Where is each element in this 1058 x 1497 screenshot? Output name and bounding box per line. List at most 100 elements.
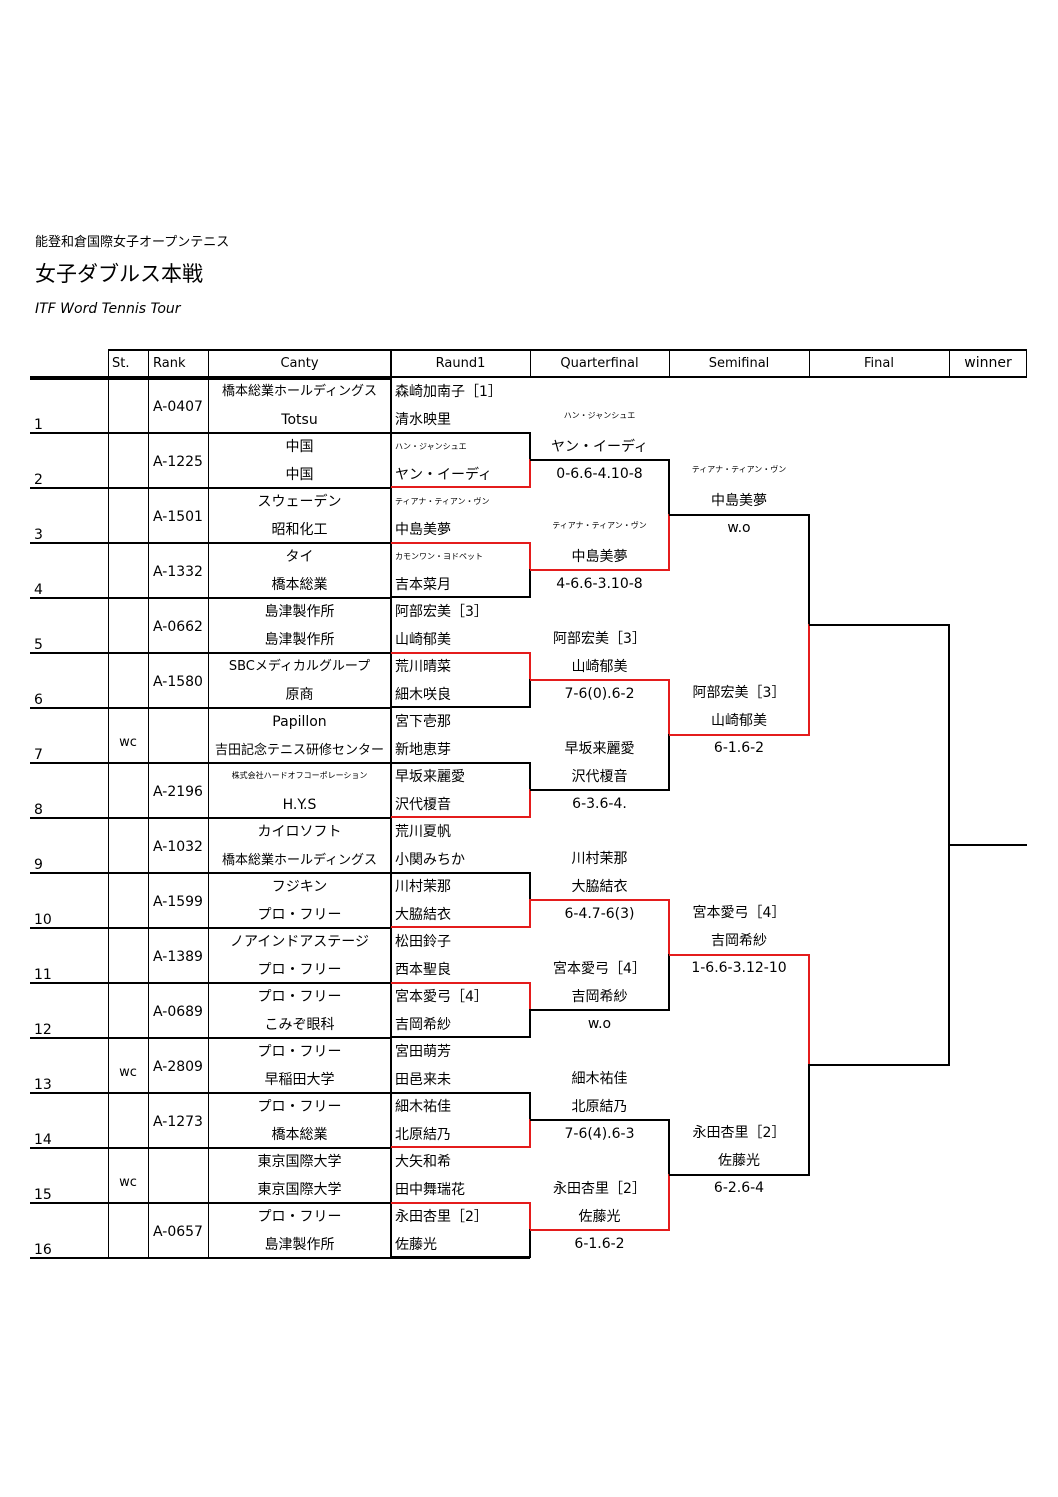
quarterfinal-player: 大脇結衣 <box>571 879 628 895</box>
entry-player: 清水映里 <box>395 412 451 428</box>
entry-divider <box>30 652 391 654</box>
page-title: 女子ダブルス本戦 <box>35 262 203 286</box>
quarterfinal-line <box>530 679 670 681</box>
header-divider <box>1026 349 1027 378</box>
entry-player: ハン・ジャンシュエ <box>395 442 467 451</box>
entry-number: 4 <box>34 582 43 598</box>
semifinal-player: ティアナ・ティアン・ヴン <box>691 465 787 474</box>
semifinal-connector <box>808 1064 810 1176</box>
entry-affiliation: 東京国際大学 <box>257 1182 342 1198</box>
entry-player: 吉本菜月 <box>395 577 451 593</box>
entry-affiliation: 早稲田大学 <box>264 1072 335 1088</box>
quarterfinal-line <box>530 899 670 901</box>
entry-player: 北原結乃 <box>395 1127 451 1143</box>
round1-connector <box>529 432 531 460</box>
quarterfinal-connector <box>668 459 670 515</box>
entry-affiliation: 原商 <box>285 687 314 703</box>
semifinal-player: 永田杏里［2］ <box>692 1125 786 1141</box>
quarterfinal-connector <box>668 899 670 955</box>
entry-affiliation: プロ・フリー <box>257 1099 342 1115</box>
entry-player: 沢代榎音 <box>395 797 451 813</box>
semifinal-score: 6-1.6-2 <box>713 740 765 756</box>
round1-line <box>391 652 531 654</box>
round1-connector <box>529 569 531 598</box>
round1-line <box>391 542 531 544</box>
round1-line <box>391 1036 531 1038</box>
quarterfinal-player: 北原結乃 <box>571 1099 628 1115</box>
col-header-final: Final <box>864 356 894 371</box>
entry-player: 新地恵芽 <box>395 742 451 758</box>
entry-column-divider <box>148 378 149 1258</box>
entry-player: 荒川夏帆 <box>395 824 451 840</box>
entry-player: 小関みちか <box>395 852 465 868</box>
entry-player: 荒川晴菜 <box>395 659 451 675</box>
entry-number: 1 <box>34 417 43 433</box>
entry-divider <box>30 378 391 380</box>
quarterfinal-player: ヤン・イーディ <box>550 439 649 455</box>
entry-player: カモンワン・ヨドペット <box>395 552 483 561</box>
entry-affiliation: プロ・フリー <box>257 907 342 923</box>
quarterfinal-player: 永田杏里［2］ <box>553 1181 646 1197</box>
entry-divider <box>30 707 391 709</box>
entry-rank: A-1501 <box>153 509 203 525</box>
quarterfinal-player: 吉岡希紗 <box>571 989 628 1005</box>
quarterfinal-player: ティアナ・ティアン・ヴン <box>552 521 647 530</box>
round1-line <box>391 926 531 928</box>
quarterfinal-line <box>530 1009 670 1011</box>
semifinal-player: 山崎郁美 <box>711 713 767 729</box>
entry-affiliation: H.Y.S <box>282 797 317 813</box>
semifinal-line <box>669 514 809 516</box>
entry-divider <box>30 817 391 819</box>
entry-divider <box>30 982 391 984</box>
quarterfinal-player: 早坂来麗愛 <box>564 741 635 757</box>
entry-divider <box>30 597 391 599</box>
header-divider <box>148 349 149 378</box>
tour-name: ITF Word Tennis Tour <box>35 301 181 317</box>
entry-affiliation: 橋本総業ホールディングス <box>221 384 378 399</box>
round1-line <box>391 816 531 818</box>
quarterfinal-player: 宮本愛弓［4］ <box>553 961 646 977</box>
entry-status: wc <box>119 1175 137 1190</box>
round1-connector <box>529 1229 531 1258</box>
round1-line <box>391 432 531 434</box>
entry-rank: A-2809 <box>153 1059 203 1075</box>
entry-number: 2 <box>34 472 43 488</box>
round1-line <box>391 762 531 764</box>
tournament-name: 能登和倉国際女子オープンテニス <box>35 235 230 250</box>
entry-number: 11 <box>34 967 52 983</box>
entry-affiliation: 株式会社ハードオフコーポレーション <box>231 771 368 780</box>
round1-line <box>391 1202 531 1204</box>
entry-column-divider <box>208 378 209 1258</box>
quarterfinal-connector <box>668 514 670 571</box>
entry-affiliation: 橋本総業 <box>271 577 328 593</box>
entry-player: 大矢和希 <box>395 1154 451 1170</box>
quarterfinal-score: 6-1.6-2 <box>574 1236 625 1252</box>
entry-divider <box>30 1202 391 1204</box>
entry-divider <box>30 1092 391 1094</box>
header-bottom-line <box>30 376 1027 378</box>
header-divider <box>108 349 109 378</box>
quarterfinal-player: 佐藤光 <box>578 1209 621 1225</box>
entry-player: 田邑来未 <box>395 1072 451 1088</box>
semifinal-player: 阿部宏美［3］ <box>692 685 786 701</box>
semifinal-line <box>669 734 809 736</box>
header-top-line <box>108 349 1027 351</box>
entry-affiliation: プロ・フリー <box>257 1044 342 1060</box>
semifinal-line <box>669 1174 809 1176</box>
entry-player: 宮下壱那 <box>395 714 451 730</box>
entry-number: 7 <box>34 747 43 763</box>
round1-line <box>391 706 531 708</box>
entry-rank: A-1032 <box>153 839 203 855</box>
header-divider <box>669 349 670 378</box>
entry-affiliation: カイロソフト <box>257 824 342 840</box>
semifinal-score: w.o <box>727 520 751 536</box>
round1-connector <box>529 542 531 570</box>
col-header-canty: Canty <box>280 356 319 371</box>
entry-bottom-line <box>30 1257 530 1259</box>
entry-player: 宮本愛弓［4］ <box>395 989 488 1005</box>
entry-status: wc <box>119 1065 137 1080</box>
entry-player: 森崎加南子［1］ <box>395 384 502 400</box>
semifinal-connector <box>808 514 810 625</box>
quarterfinal-line <box>530 459 670 461</box>
entry-number: 14 <box>34 1132 52 1148</box>
